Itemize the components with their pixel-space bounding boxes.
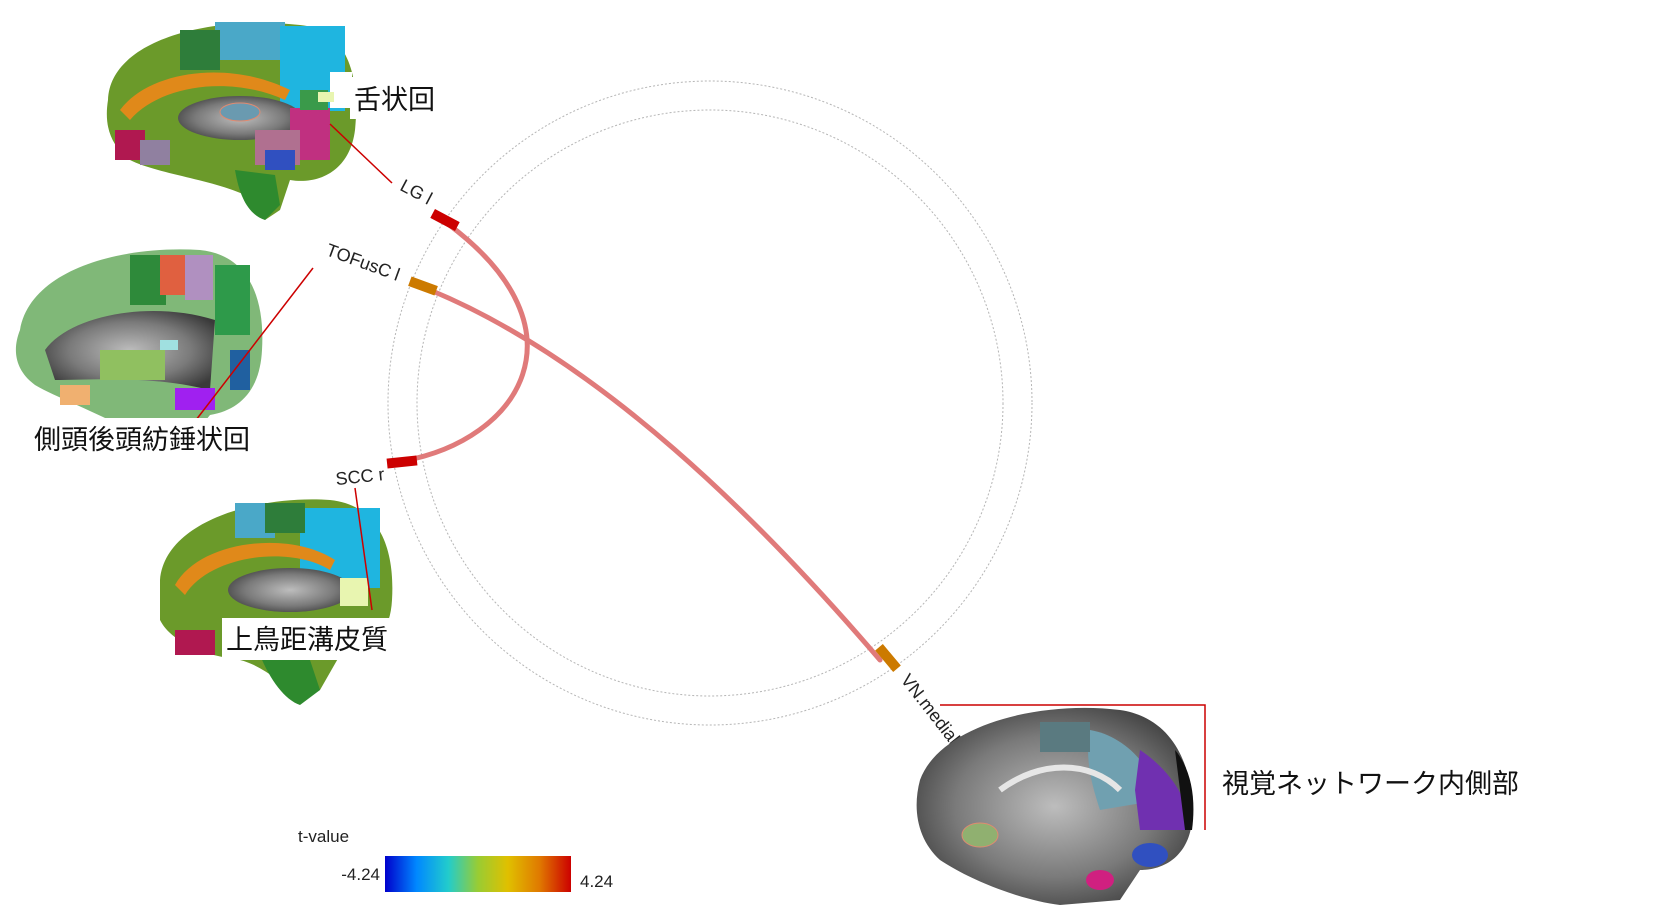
node-tick-lg	[430, 209, 460, 231]
node-label-scc: SCC r	[335, 464, 386, 489]
legend-max-label: 4.24	[580, 872, 613, 891]
connection-tofusc-vn	[427, 287, 883, 663]
node-tick-scc	[386, 455, 418, 469]
brain-image-lg	[106, 22, 357, 220]
region-label-lg: 舌状回	[354, 85, 435, 116]
leader-line-scc	[354, 487, 373, 611]
node-ticks	[386, 209, 901, 672]
legend-min-label: -4.24	[341, 865, 380, 884]
leader-lines	[195, 123, 1206, 830]
brain-image-tofusc	[15, 249, 263, 445]
color-legend: t-value -4.24 4.24	[298, 827, 613, 892]
node-tick-tofusc	[408, 276, 438, 296]
connection-lg-scc	[400, 221, 530, 464]
node-label-lg: LG l	[397, 175, 436, 208]
brain-image-vn	[916, 707, 1194, 905]
circle-rings	[387, 80, 1033, 726]
region-label-tofusc: 側頭後頭紡錘状回	[34, 425, 250, 456]
brain-image-scc	[160, 499, 393, 705]
node-tick-vn	[875, 644, 901, 672]
legend-colorbar	[385, 856, 571, 892]
leader-line-tofusc	[195, 267, 314, 421]
node-label-tofusc: TOFusC l	[324, 240, 403, 285]
region-label-vn: 視覚ネットワーク内側部	[1222, 769, 1519, 800]
node-label-vn: VN.medial	[897, 670, 964, 748]
connections	[400, 221, 883, 663]
node-labels: LG l TOFusC l SCC r VN.medial	[324, 175, 964, 748]
leader-line-lg	[329, 123, 393, 184]
leader-line-vn	[940, 704, 1206, 830]
legend-title: t-value	[298, 827, 349, 846]
region-labels: 舌状回 側頭後頭紡錘状回 上鳥距溝皮質 視覚ネットワーク内側部	[30, 77, 1519, 800]
region-label-scc: 上鳥距溝皮質	[226, 625, 388, 656]
